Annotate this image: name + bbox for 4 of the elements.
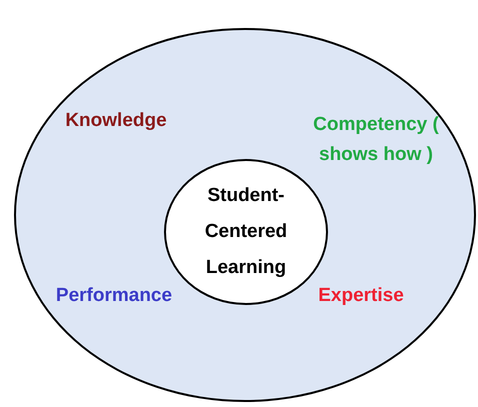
category-label: Competency ( shows how ) [312, 113, 440, 167]
category-label: Expertise [317, 284, 405, 308]
category-label: Performance [54, 284, 174, 308]
category-label: Knowledge [64, 109, 168, 133]
